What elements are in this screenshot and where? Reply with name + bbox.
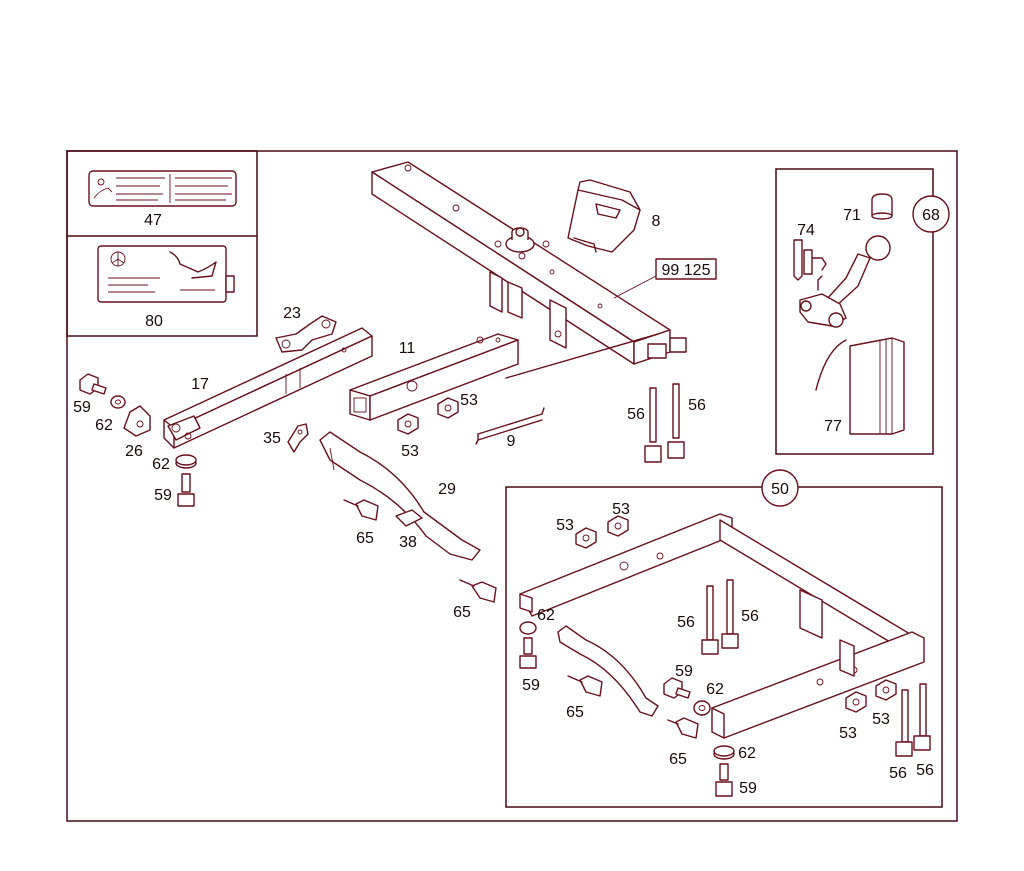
label-59-kit-center: 59 [675, 663, 693, 680]
label-62-kit-center: 62 [706, 681, 724, 698]
label-11: 11 [399, 340, 416, 357]
callout-circle-50 [761, 469, 799, 507]
label-74: 74 [797, 222, 815, 239]
part-26-bracket [123, 405, 151, 437]
label-53-kit-lower-left: 53 [839, 725, 857, 742]
part-71-cap [871, 193, 893, 220]
label-59-kit-bottom: 59 [739, 780, 757, 797]
label-53-kit-right: 53 [612, 501, 630, 518]
main-tow-crossmember [371, 161, 687, 379]
label-38: 38 [399, 534, 417, 551]
outer-frame [66, 150, 958, 822]
label-62-upper: 62 [95, 417, 113, 434]
label-65-kit-center: 65 [669, 751, 687, 768]
label-17: 17 [191, 376, 209, 393]
label-47: 47 [144, 212, 162, 229]
label-35: 35 [263, 430, 281, 447]
label-59-lower: 59 [154, 487, 172, 504]
label-8: 8 [652, 213, 661, 230]
label-53-upper-right: 53 [460, 392, 478, 409]
callout-circle-68 [912, 195, 950, 233]
crossmember-kit-panel [505, 486, 943, 808]
label-sticker-47 [88, 170, 237, 207]
kit-strut [557, 625, 659, 717]
towball-kit-panel [775, 168, 934, 455]
part-35-bracket [287, 423, 309, 453]
label-59-kit-left: 59 [522, 677, 540, 694]
callout-labels: 47 80 68 50 99 125 23 11 17 8 74 71 77 5… [73, 207, 940, 797]
towball-assembly [799, 235, 891, 328]
label-56-kit-lower-right: 56 [916, 762, 934, 779]
label-71: 71 [843, 207, 861, 224]
fasteners [79, 373, 931, 797]
label-9: 9 [507, 433, 516, 450]
leader-99125 [613, 275, 657, 299]
label-53-kit-left: 53 [556, 517, 574, 534]
part-23-plate [275, 315, 337, 353]
part-17-side-rail [163, 327, 373, 449]
label-56-kit-left: 56 [677, 614, 695, 631]
kit-crossmember [519, 513, 925, 739]
part-9-rod [475, 407, 545, 445]
label-panel [66, 150, 258, 337]
part-74-keys [793, 239, 827, 281]
label-59-upper: 59 [73, 399, 91, 416]
label-50: 50 [771, 481, 789, 498]
label-77: 77 [824, 418, 842, 435]
label-80: 80 [145, 313, 163, 330]
callout-box-99125 [655, 258, 717, 280]
part-8-cover [567, 179, 641, 253]
label-65-kit-left: 65 [566, 704, 584, 721]
part-77-manual [815, 337, 905, 435]
label-56-upper-left: 56 [627, 406, 645, 423]
label-plate-80 [97, 245, 235, 303]
label-62-lower: 62 [152, 456, 170, 473]
part-29-strut [319, 431, 481, 561]
label-65-upper-left: 65 [356, 530, 374, 547]
label-56-kit-right: 56 [741, 608, 759, 625]
label-65-upper-right: 65 [453, 604, 471, 621]
label-53-upper-left: 53 [401, 443, 419, 460]
label-23: 23 [283, 305, 301, 322]
label-62-kit-bottom: 62 [738, 745, 756, 762]
label-53-kit-lower-right: 53 [872, 711, 890, 728]
label-56-kit-lower-left: 56 [889, 765, 907, 782]
label-26: 26 [125, 443, 143, 460]
part-11-arm [349, 333, 519, 421]
label-29: 29 [438, 481, 456, 498]
label-62-kit-left: 62 [537, 607, 555, 624]
label-56-upper-right: 56 [688, 397, 706, 414]
label-99125: 99 125 [662, 262, 711, 279]
label-68: 68 [922, 207, 940, 224]
